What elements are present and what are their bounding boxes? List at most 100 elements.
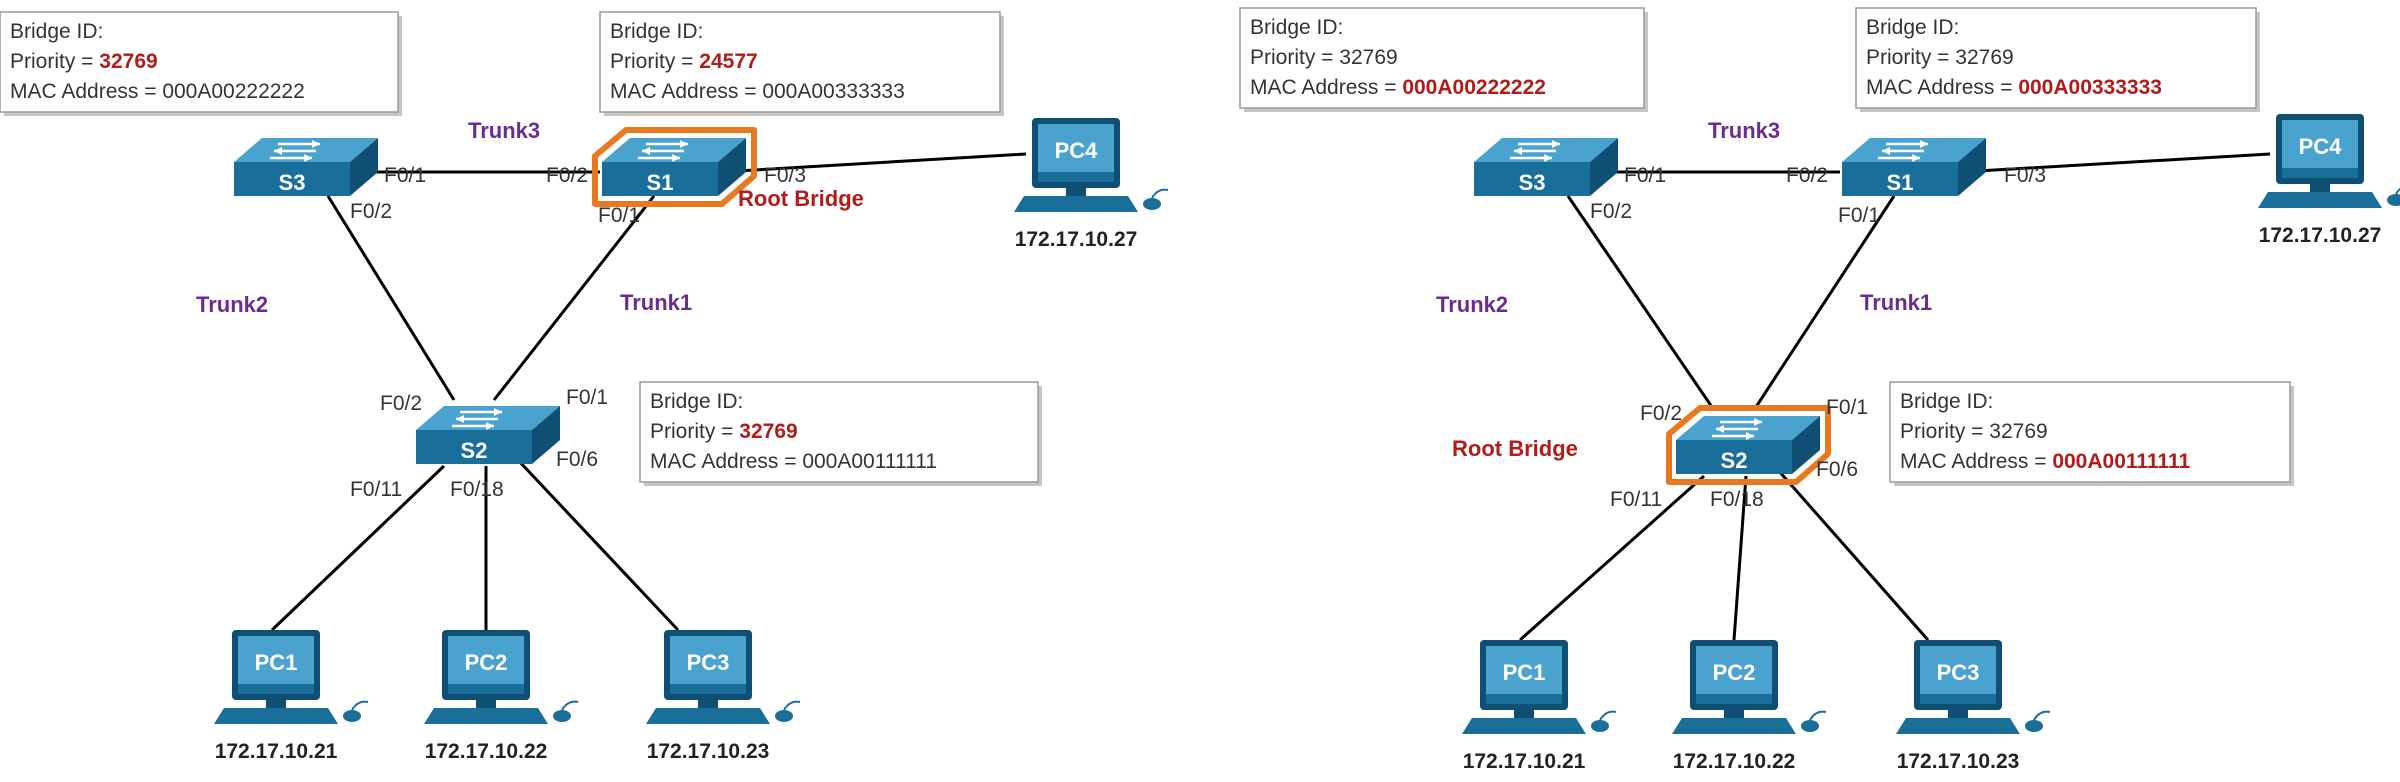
- switch-s3[interactable]: S3: [234, 138, 378, 196]
- pc-label: PC4: [2299, 134, 2343, 159]
- pc-ip-address: 172.17.10.23: [647, 740, 770, 763]
- pc3-link: [1776, 469, 1930, 641]
- pc-ip-address: 172.17.10.22: [425, 740, 548, 763]
- priority-label: Priority =: [1900, 420, 1989, 443]
- priority-label: Priority =: [1250, 46, 1339, 69]
- priority-value: 32769: [1955, 46, 2013, 69]
- pc-ip-address: 172.17.10.23: [1897, 750, 2020, 773]
- pc4-link: [719, 152, 1027, 174]
- pc-pc1[interactable]: PC1 172.17.10.21: [1462, 640, 1617, 773]
- bridge-id-title: Bridge ID:: [1866, 16, 1959, 39]
- mac-label: MAC Address =: [1866, 76, 2018, 99]
- trunk2-link: [1566, 195, 1716, 411]
- switch-s1[interactable]: S1: [592, 127, 757, 207]
- pc-pc4[interactable]: PC4 172.17.10.27: [2258, 114, 2400, 247]
- trunk1-link: [1752, 195, 1896, 411]
- mac-label: MAC Address =: [650, 450, 802, 473]
- trunk1-label: Trunk1: [1860, 290, 1932, 315]
- switch-s2[interactable]: S2: [416, 406, 560, 464]
- switch-icon: [1666, 405, 1831, 485]
- pc-label: PC2: [465, 650, 508, 675]
- priority-label: Priority =: [1866, 46, 1955, 69]
- pc-ip-address: 172.17.10.27: [1015, 228, 1138, 251]
- bridge-id-title: Bridge ID:: [1900, 390, 1993, 413]
- pc-icon: [424, 630, 579, 724]
- mac-line: MAC Address = 000A00111111: [1900, 450, 2190, 473]
- priority-line: Priority = 32769: [650, 420, 798, 443]
- trunk3-label: Trunk3: [1708, 118, 1780, 143]
- port-label: F0/1: [1826, 396, 1868, 419]
- switch-s3[interactable]: S3: [1474, 138, 1618, 196]
- mac-line: MAC Address = 000A00333333: [610, 80, 905, 103]
- pc-icon: [646, 630, 801, 724]
- port-label: F0/1: [384, 164, 426, 187]
- switch-label: S3: [1519, 170, 1546, 195]
- priority-line: Priority = 32769: [1250, 46, 1398, 69]
- mac-label: MAC Address =: [1250, 76, 1402, 99]
- pc-label: PC1: [1503, 660, 1546, 685]
- trunk2-link: [326, 195, 456, 401]
- pc2-link: [1732, 475, 1748, 641]
- port-label: F0/6: [556, 448, 598, 471]
- port-label: F0/1: [566, 386, 608, 409]
- root-bridge-outline: [592, 127, 757, 207]
- priority-label: Priority =: [610, 50, 699, 73]
- port-label: F0/3: [764, 164, 806, 187]
- pc-icon: [1462, 640, 1617, 734]
- pc-label: PC4: [1055, 138, 1099, 163]
- priority-line: Priority = 32769: [1900, 420, 2048, 443]
- pc-label: PC2: [1713, 660, 1756, 685]
- switch-s1[interactable]: S1: [1842, 138, 1986, 196]
- bridge-id-title: Bridge ID:: [1250, 16, 1343, 39]
- mac-value: 000A00222222: [1402, 76, 1546, 99]
- pc-ip-address: 172.17.10.27: [2259, 224, 2382, 247]
- pc-ip-address: 172.17.10.21: [1463, 750, 1586, 773]
- port-label: F0/11: [350, 478, 402, 501]
- pc-icon: [2258, 114, 2400, 208]
- port-label: F0/1: [1624, 164, 1666, 187]
- priority-value: 32769: [1989, 420, 2047, 443]
- pc3-link: [516, 458, 680, 632]
- switch-icon: [592, 127, 757, 207]
- root-bridge-label: Root Bridge: [738, 186, 864, 211]
- pc4-link: [1959, 152, 2271, 174]
- switch-label: S2: [1721, 448, 1748, 473]
- priority-line: Priority = 32769: [1866, 46, 2014, 69]
- mac-label: MAC Address =: [10, 80, 162, 103]
- pc-icon: [1014, 118, 1169, 212]
- switch-label: S2: [461, 438, 488, 463]
- mac-line: MAC Address = 000A00222222: [1250, 76, 1546, 99]
- mac-value: 000A00111111: [802, 450, 937, 473]
- mac-line: MAC Address = 000A00333333: [1866, 76, 2162, 99]
- pc-pc2[interactable]: PC2 172.17.10.22: [424, 630, 579, 763]
- trunk2-label: Trunk2: [196, 292, 268, 317]
- trunk2-label: Trunk2: [1436, 292, 1508, 317]
- mac-value: 000A00333333: [2018, 76, 2162, 99]
- port-label: F0/1: [1838, 204, 1880, 227]
- pc-pc3[interactable]: PC3 172.17.10.23: [646, 630, 801, 763]
- switch-label: S1: [647, 170, 674, 195]
- priority-value: 32769: [739, 420, 797, 443]
- trunk1-label: Trunk1: [620, 290, 692, 315]
- priority-line: Priority = 24577: [610, 50, 758, 73]
- pc1-link: [270, 464, 446, 632]
- port-label: F0/2: [1640, 402, 1682, 425]
- priority-line: Priority = 32769: [10, 50, 158, 73]
- mac-label: MAC Address =: [610, 80, 762, 103]
- pc-icon: [1672, 640, 1827, 734]
- pc-icon: [214, 630, 369, 724]
- pc-label: PC3: [687, 650, 730, 675]
- bridge-id-title: Bridge ID:: [10, 20, 103, 43]
- pc-pc4[interactable]: PC4 172.17.10.27: [1014, 118, 1169, 251]
- port-label: F0/2: [1590, 200, 1632, 223]
- port-label: F0/1: [598, 204, 640, 227]
- switch-s2[interactable]: S2: [1666, 405, 1831, 485]
- mac-line: MAC Address = 000A00222222: [10, 80, 305, 103]
